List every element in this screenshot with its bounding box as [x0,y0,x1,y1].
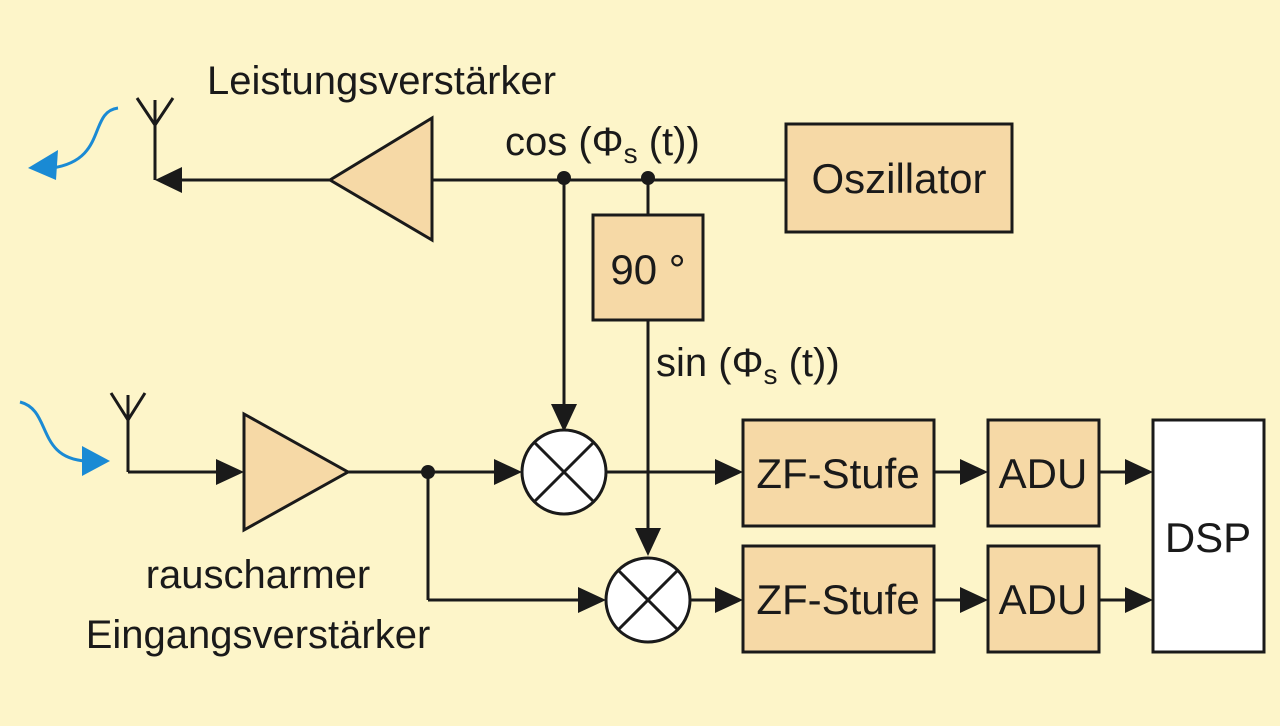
mixer-1 [520,428,608,516]
cos-arrow [551,404,577,432]
tx-antenna [135,97,175,180]
dsp-in-arrow-1 [1125,459,1153,485]
dsp-in-arrow-2 [1125,587,1153,613]
if-stage-2-block [741,544,936,654]
mixer-2 [604,556,692,644]
lna-label-line1: rauscharmer [146,553,371,597]
tx-arrow [155,167,182,193]
mixer1-in-arrow [494,459,522,485]
adc-2-label: ADU [999,576,1088,623]
sin-label: sin (Φs (t)) [656,341,840,390]
power-amp-label: Leistungsverstärker [207,59,556,103]
if-stage-1-label: ZF-Stufe [756,450,919,497]
sin-arrow [635,528,661,556]
if1-in-arrow [715,459,743,485]
dsp-block [1151,418,1266,654]
if-stage-2-label: ZF-Stufe [756,576,919,623]
rx-lna-arrow [216,459,244,485]
lna-label-line2: Eingangsverstärker [86,613,431,657]
oscillator-block [784,122,1014,234]
tx-wave-icon [28,106,119,180]
if-stage-1-block [741,418,936,528]
cos-label: cos (Φs (t)) [505,120,700,169]
rx-antenna [109,392,147,472]
adc-1-block [986,418,1101,528]
adc-2-block [986,544,1101,654]
adc-1-label: ADU [999,450,1088,497]
adc2-in-arrow [960,587,988,613]
mixer2-in-arrow [578,587,606,613]
rx-wave-icon [19,400,110,476]
adc1-in-arrow [960,459,988,485]
dsp-label: DSP [1165,514,1251,561]
power-amplifier [327,115,434,243]
if2-in-arrow [715,587,743,613]
phase-shift-label: 90 ° [610,246,685,293]
low-noise-amplifier [242,411,352,533]
phase-shift-block [591,213,705,322]
oscillator-label: Oszillator [811,155,986,202]
